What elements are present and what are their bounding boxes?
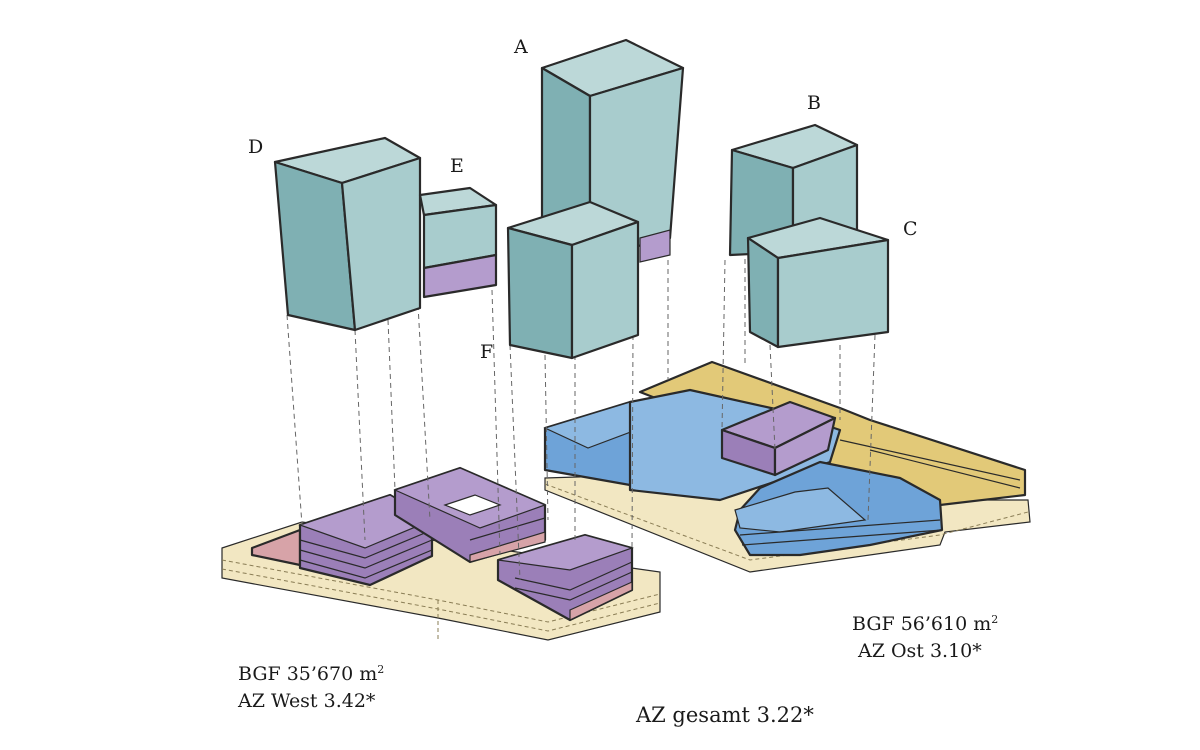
- east-bgf: BGF 56’610 m2: [852, 606, 998, 638]
- projection-lines: [286, 250, 876, 581]
- podium-west-right: [496, 533, 634, 622]
- podium-west-left: [250, 493, 434, 587]
- building-d: [273, 136, 422, 332]
- building-label-e: E: [450, 155, 464, 177]
- building-label-a: A: [514, 36, 528, 58]
- building-label-b: B: [807, 92, 821, 114]
- east-stats: BGF 56’610 m2 AZ Ost 3.10*: [852, 606, 998, 665]
- building-label-c: C: [903, 218, 918, 240]
- east-bgf-prefix: BGF 56’610 m: [852, 613, 992, 635]
- east-bgf-exp: 2: [991, 613, 999, 626]
- west-bgf: BGF 35’670 m2: [238, 656, 384, 688]
- podium-east-purple-block: [720, 400, 837, 477]
- west-bgf-prefix: BGF 35’670 m: [238, 663, 378, 685]
- east-az: AZ Ost 3.10*: [858, 640, 982, 662]
- west-stats: BGF 35’670 m2 AZ West 3.42*: [238, 656, 384, 715]
- podium-west-courtyard: [393, 466, 547, 564]
- building-c: [746, 216, 890, 349]
- building-label-f: F: [480, 341, 494, 363]
- west-bgf-exp: 2: [377, 663, 385, 676]
- west-az: AZ West 3.42*: [238, 690, 376, 712]
- building-f: [506, 200, 640, 360]
- building-label-d: D: [248, 136, 264, 158]
- building-e: [418, 186, 498, 299]
- total-az: AZ gesamt 3.22*: [636, 703, 814, 727]
